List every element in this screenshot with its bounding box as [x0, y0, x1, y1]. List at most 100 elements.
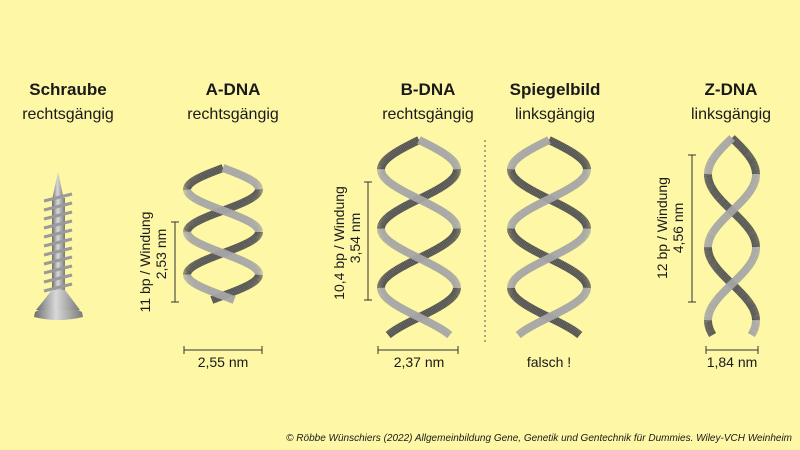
helix-back-strand: [191, 177, 197, 185]
helix-back-strand: [444, 179, 450, 188]
helix-front-strand: [517, 270, 524, 279]
helix-front-strand: [710, 154, 718, 160]
helix-back-strand: [380, 217, 388, 224]
helix-front-strand: [231, 295, 236, 304]
helix-front-strand: [245, 217, 251, 225]
helix-back-strand: [392, 148, 399, 157]
helix-front-strand: [711, 298, 719, 305]
helix-front-strand: [385, 178, 392, 186]
helix-front-strand: [568, 301, 575, 310]
helix-back-strand: [391, 326, 398, 335]
z-dna-turn-bracket: [688, 154, 696, 303]
helix-front-strand: [518, 210, 525, 218]
helix-front-strand: [194, 238, 199, 246]
helix-front-strand: [509, 279, 517, 285]
helix-back-strand: [245, 196, 251, 204]
helix-back-strand: [516, 296, 523, 305]
helix-front-strand: [411, 251, 417, 260]
helix-back-strand: [394, 206, 401, 215]
helix-back-strand: [390, 150, 396, 158]
helix-back-strand: [510, 292, 518, 299]
helix-front-strand: [525, 264, 532, 273]
helix-back-strand: [530, 246, 536, 255]
helix-front-strand: [398, 186, 404, 194]
helix-front-strand: [250, 177, 256, 186]
helix-back-strand: [509, 232, 518, 239]
helix-back-strand: [189, 263, 195, 271]
helix-front-strand: [536, 318, 542, 327]
helix-front-strand: [530, 203, 537, 211]
helix-front-strand: [397, 244, 403, 253]
helix-front-strand: [537, 199, 543, 208]
helix-front-strand: [557, 307, 563, 316]
helix-back-strand: [234, 201, 240, 210]
helix-back-strand: [451, 232, 459, 238]
helix-front-strand: [436, 205, 442, 214]
helix-back-strand: [575, 330, 582, 338]
helix-front-strand: [541, 197, 548, 206]
helix-back-strand: [733, 212, 740, 219]
helix-back-strand: [514, 295, 521, 303]
helix-back-strand: [719, 198, 726, 205]
helix-back-strand: [548, 137, 555, 146]
helix-back-strand: [242, 283, 247, 291]
helix-back-strand: [193, 260, 199, 269]
helix-back-strand: [433, 304, 439, 313]
helix-front-strand: [736, 200, 744, 207]
helix-front-strand: [190, 193, 196, 202]
helix-front-strand: [718, 218, 725, 225]
helix-front-strand: [716, 146, 724, 153]
helix-front-strand: [554, 190, 561, 199]
helix-back-strand: [393, 207, 400, 215]
helix-front-strand: [580, 232, 589, 239]
helix-back-strand: [253, 191, 260, 198]
helix-back-strand: [410, 315, 417, 324]
helix-front-strand: [187, 277, 194, 284]
helix-back-strand: [247, 238, 252, 246]
helix-back-strand: [380, 158, 388, 165]
helix-front-strand: [580, 233, 588, 240]
helix-back-strand: [743, 150, 751, 157]
helix-front-strand: [388, 179, 394, 188]
helix-front-strand: [733, 276, 740, 283]
helix-back-strand: [734, 286, 741, 293]
helix-back-strand: [429, 188, 435, 197]
helix-back-strand: [406, 259, 412, 268]
helix-front-strand: [533, 260, 539, 269]
helix-back-strand: [557, 200, 563, 209]
helix-front-strand: [228, 294, 233, 303]
helix-back-strand: [194, 260, 200, 268]
helix-front-strand: [225, 208, 230, 217]
helix-front-strand: [385, 236, 392, 244]
helix-back-strand: [553, 257, 559, 266]
helix-back-strand: [565, 323, 571, 332]
helix-front-strand: [546, 194, 552, 203]
helix-front-strand: [569, 242, 575, 250]
helix-front-strand: [531, 261, 538, 270]
helix-back-strand: [710, 262, 718, 268]
helix-front-strand: [723, 285, 731, 292]
helix-back-strand: [247, 195, 253, 203]
helix-front-strand: [209, 202, 214, 211]
helix-back-strand: [513, 176, 521, 184]
helix-back-strand: [239, 284, 245, 293]
helix-front-strand: [744, 191, 752, 198]
helix-back-strand: [515, 296, 522, 304]
helix-front-strand: [574, 238, 581, 246]
helix-back-strand: [745, 153, 753, 160]
helix-front-strand: [381, 234, 389, 241]
helix-back-strand: [745, 299, 753, 306]
helix-front-strand: [420, 197, 427, 206]
helix-back-strand: [743, 297, 751, 304]
helix-back-strand: [572, 209, 579, 218]
helix-back-strand: [709, 187, 717, 193]
helix-front-strand: [722, 287, 729, 294]
helix-back-strand: [390, 208, 397, 217]
helix-back-strand: [539, 191, 545, 200]
helix-front-strand: [562, 246, 568, 255]
helix-front-strand: [513, 274, 520, 281]
helix-front-strand: [429, 142, 436, 151]
helix-front-strand: [253, 224, 261, 231]
helix-back-strand: [533, 307, 540, 315]
helix-back-strand: [717, 269, 724, 276]
